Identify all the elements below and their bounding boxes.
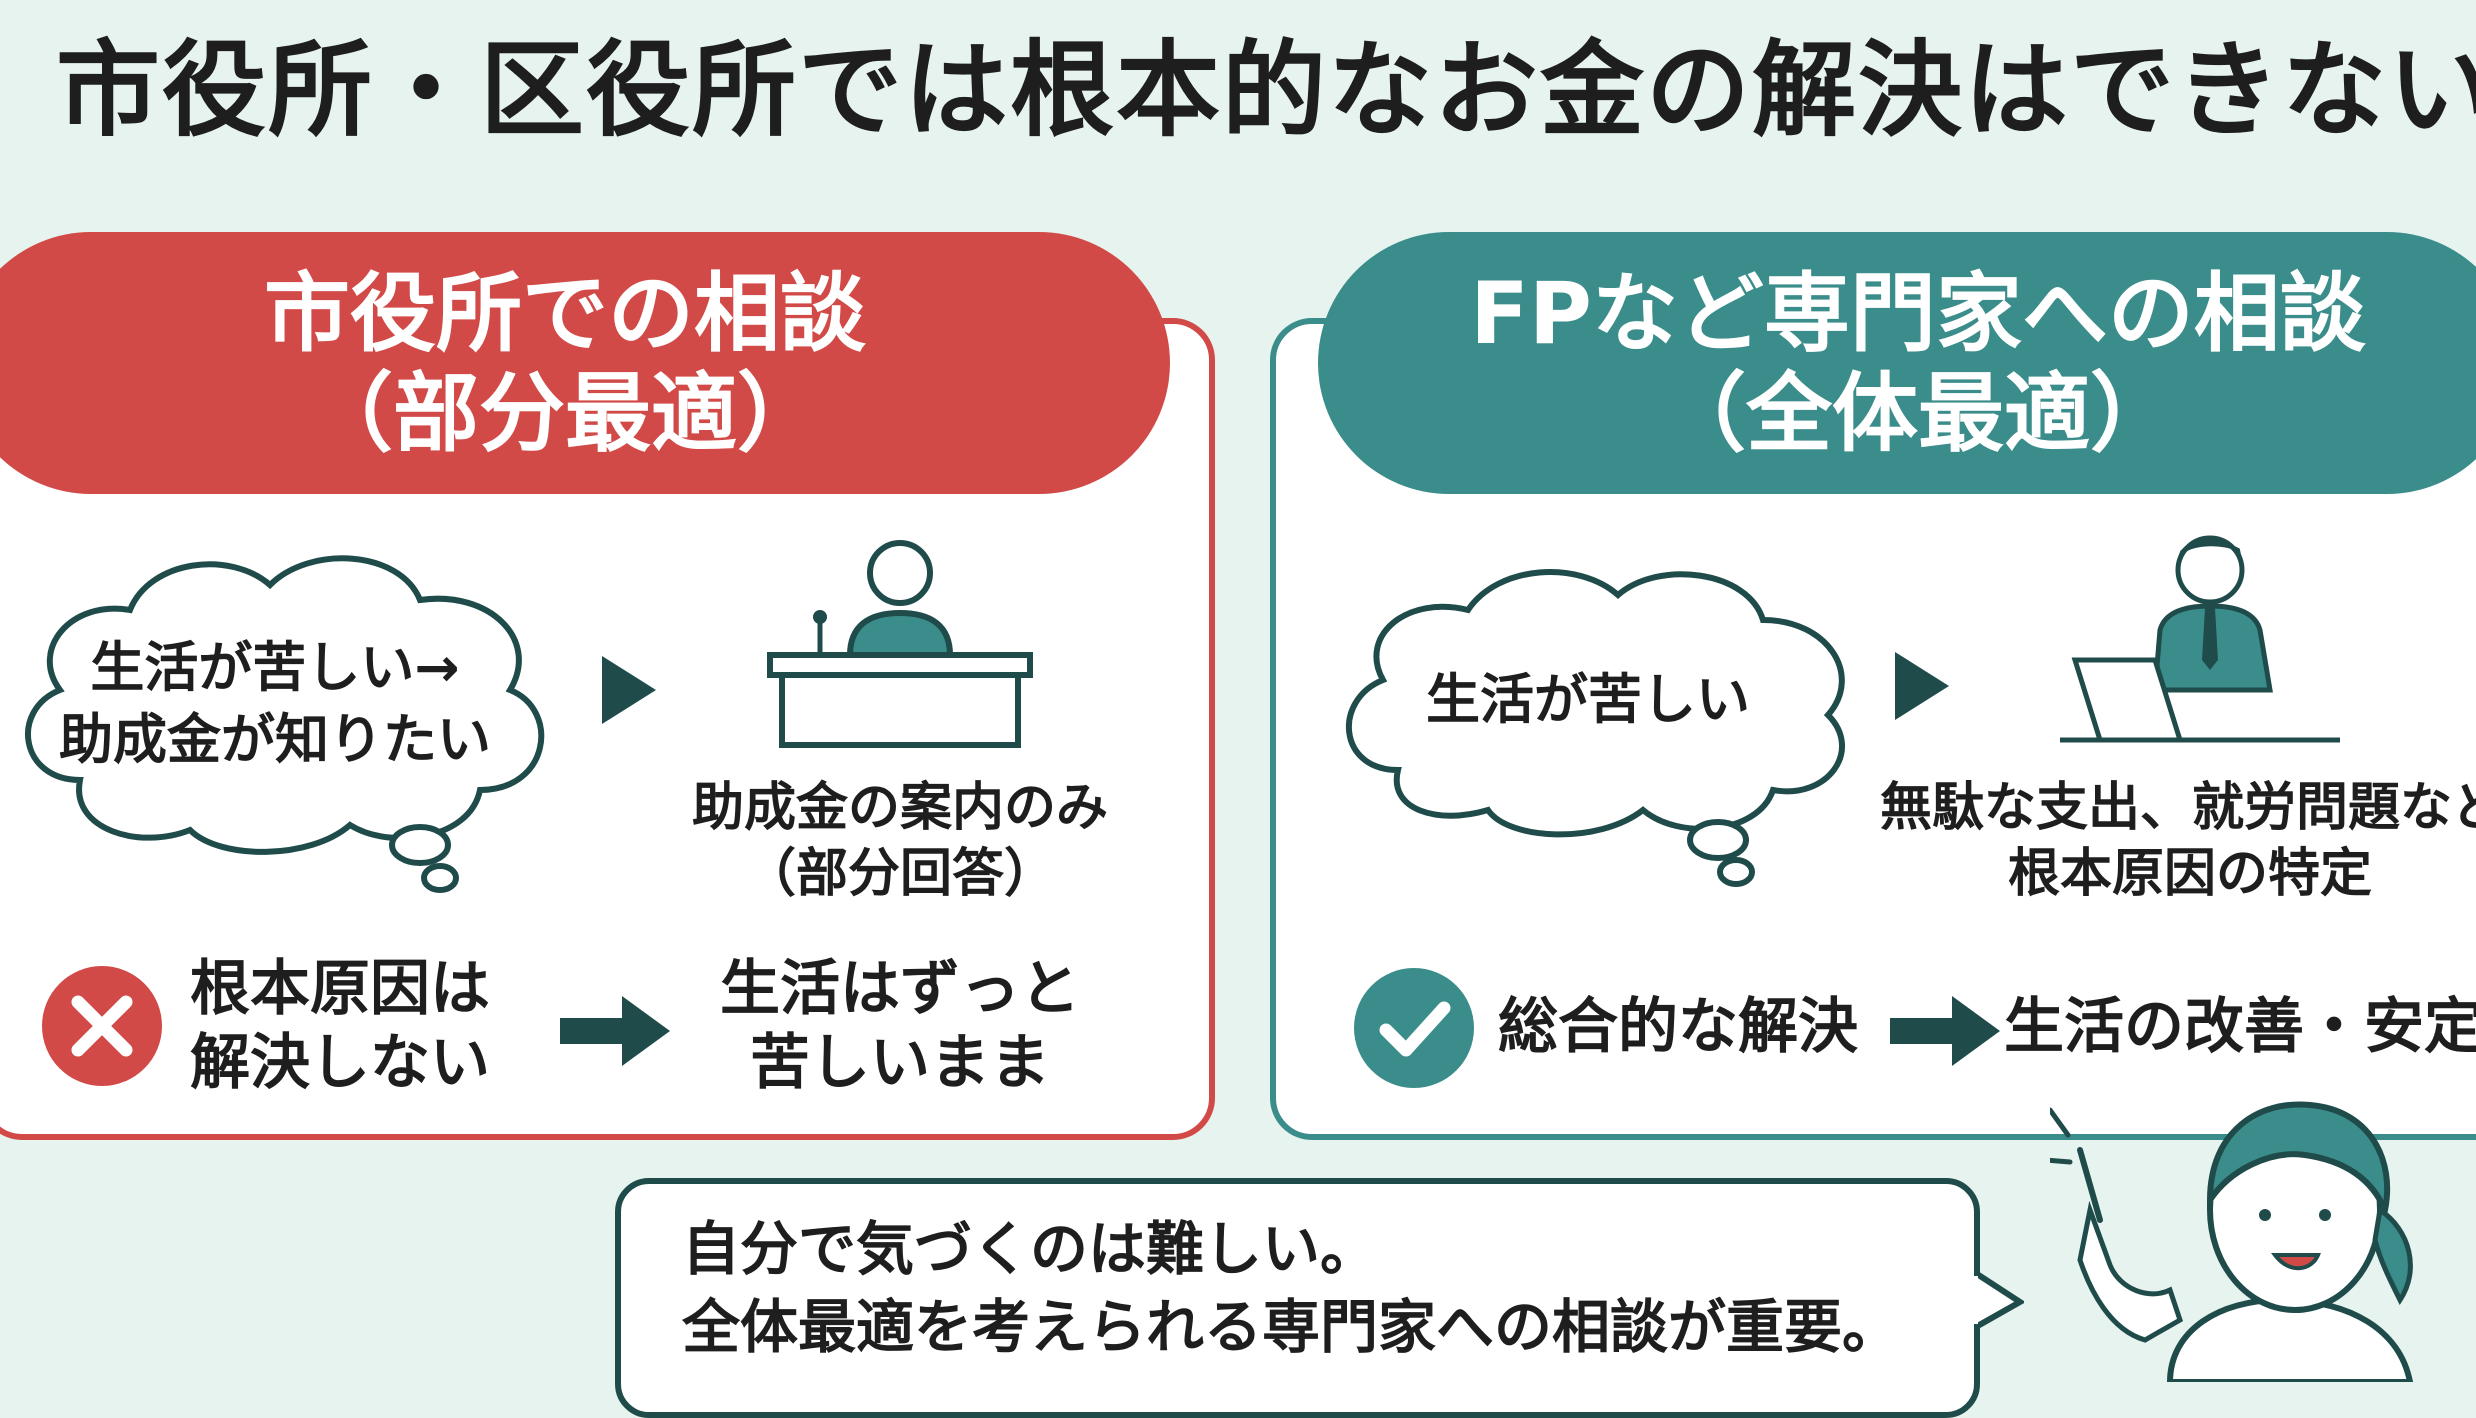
- right-caption-line1: 無駄な支出、就労問題など: [1880, 778, 2476, 838]
- right-outcome: 生活の改善・安定: [2004, 992, 2476, 1062]
- thought-cloud-icon: [24, 555, 545, 893]
- right-header: FPなど専門家への相談 （全体最適）: [1318, 232, 2476, 494]
- right-result-arrow-icon: [1890, 996, 2000, 1066]
- thought-cloud-icon: [1346, 569, 1845, 887]
- left-result: 根本原因は 解決しない: [190, 952, 490, 1100]
- right-caption: 無駄な支出、就労問題など 根本原因の特定: [1880, 775, 2476, 907]
- receptionist-icon: [767, 540, 1033, 748]
- check-icon: [1352, 966, 1476, 1090]
- left-header-title: 市役所での相談: [264, 264, 866, 364]
- note-text: 自分で気づくのは難しい。 全体最適を考えられる専門家への相談が重要。: [682, 1210, 1900, 1366]
- left-caption-line1: 助成金の案内のみ: [691, 778, 1108, 838]
- left-result-line2: 解決しない: [190, 1028, 490, 1098]
- right-header-title: FPなど専門家への相談: [1470, 264, 2366, 364]
- right-arrow-icon: [1895, 652, 1949, 720]
- left-outcome-line2: 苦しいまま: [750, 1028, 1050, 1098]
- note-line1: 自分で気づくのは難しい。: [682, 1215, 1379, 1283]
- left-arrow-icon: [602, 656, 656, 724]
- left-caption-line2: （部分回答）: [743, 844, 1056, 904]
- advisor-laptop-icon: [2060, 535, 2340, 743]
- left-thought-text: 生活が苦しい→ 助成金が知りたい: [40, 632, 510, 776]
- left-header-subtitle: （部分最適）: [307, 364, 823, 464]
- left-caption: 助成金の案内のみ （部分回答）: [660, 775, 1140, 907]
- right-thought-text: 生活が苦しい: [1426, 668, 1750, 731]
- right-caption-line2: 根本原因の特定: [2007, 844, 2372, 904]
- left-result-line1: 根本原因は: [190, 954, 490, 1024]
- note-tail-icon: [1974, 1272, 2024, 1332]
- x-icon: [40, 964, 164, 1088]
- left-thought-line2: 助成金が知りたい: [59, 708, 491, 771]
- woman-pointing-icon: [2050, 1101, 2414, 1382]
- left-header: 市役所での相談 （部分最適）: [0, 232, 1170, 494]
- right-header-subtitle: （全体最適）: [1660, 364, 2176, 464]
- note-line2: 全体最適を考えられる専門家への相談が重要。: [682, 1293, 1901, 1361]
- left-thought-line1: 生活が苦しい→: [90, 636, 460, 699]
- left-outcome: 生活はずっと 苦しいまま: [700, 952, 1100, 1100]
- right-result: 総合的な解決: [1498, 992, 1858, 1062]
- left-outcome-line1: 生活はずっと: [720, 954, 1080, 1024]
- left-result-arrow-icon: [560, 996, 670, 1066]
- page-title: 市役所・区役所では根本的なお金の解決はできない: [56, 29, 2476, 151]
